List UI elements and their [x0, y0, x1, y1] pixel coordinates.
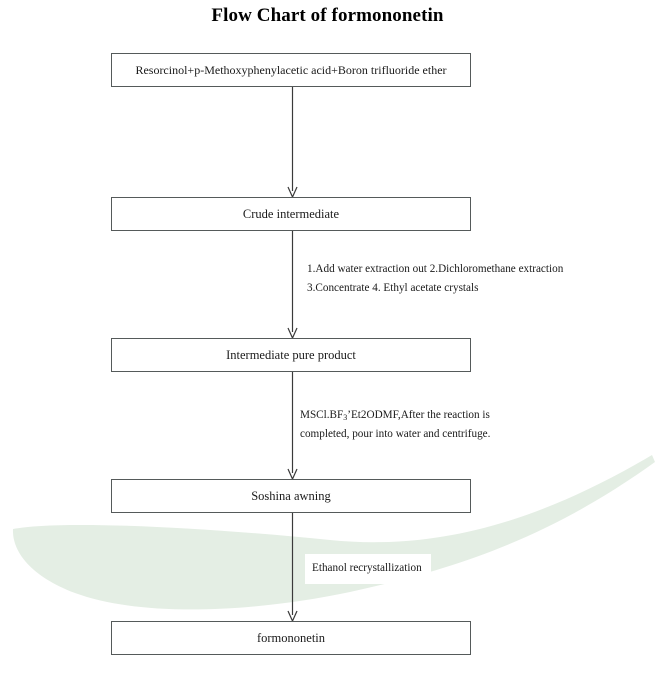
node-crude-intermediate: Crude intermediate	[111, 197, 471, 231]
formula-subscript: 3	[343, 413, 348, 422]
arrow-crude-to-intermediate	[287, 231, 298, 339]
node-label: Resorcinol+p-Methoxyphenylacetic acid+Bo…	[135, 63, 447, 77]
annotation-reaction-conditions: MSCl.BF3’Et2ODMF,After the reaction is c…	[300, 406, 490, 444]
arrow-reactants-to-crude	[287, 87, 298, 198]
node-label: formononetin	[256, 630, 326, 645]
node-label: Crude intermediate	[242, 206, 340, 221]
page-title: Flow Chart of formononetin	[211, 5, 444, 26]
annotation-line: Ethanol recrystallization	[312, 562, 422, 574]
annotation-line: 3.Concentrate 4. Ethyl acetate crystals	[307, 282, 479, 294]
annotation-ethanol-recrystallization: Ethanol recrystallization	[305, 554, 431, 584]
annotation-line: completed, pour into water and centrifug…	[300, 428, 491, 440]
node-reactants: Resorcinol+p-Methoxyphenylacetic acid+Bo…	[111, 53, 471, 87]
node-label: Soshina awning	[251, 488, 331, 503]
node-formononetin: formononetin	[111, 621, 471, 655]
annotation-line: 1.Add water extraction out 2.Dichloromet…	[307, 263, 564, 275]
node-soshina-awning: Soshina awning	[111, 479, 471, 513]
annotation-purification-steps: 1.Add water extraction out 2.Dichloromet…	[307, 260, 563, 298]
formula-suffix: ’Et2ODMF,After the reaction is	[347, 409, 490, 421]
annotation-line: MSCl.BF3’Et2ODMF,After the reaction is	[300, 406, 490, 425]
formula-prefix: MSCl.BF	[300, 409, 344, 421]
arrow-soshina-to-formononetin	[287, 513, 298, 622]
arrow-intermediate-to-soshina	[287, 372, 298, 480]
node-label: Intermediate pure product	[226, 347, 356, 362]
node-intermediate-pure-product: Intermediate pure product	[111, 338, 471, 372]
